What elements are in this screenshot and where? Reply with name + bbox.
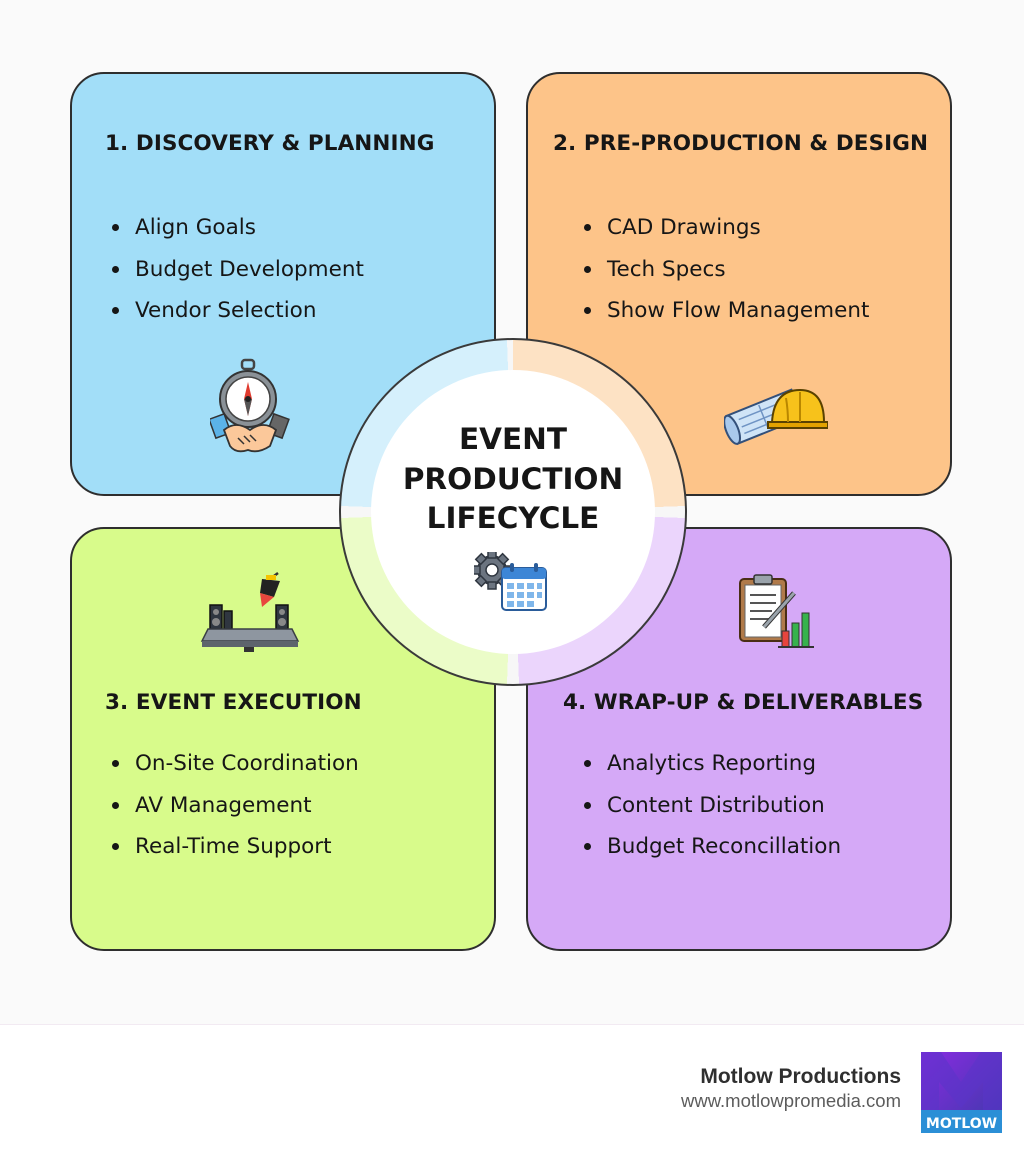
phase-title: 2. PRE-PRODUCTION & DESIGN (553, 131, 929, 156)
list-item: Budget Reconcillation (582, 826, 841, 868)
list-item: Content Distribution (582, 785, 841, 827)
phase-list: On-Site Coordination AV Management Real-… (110, 743, 359, 868)
gear-calendar-icon (474, 552, 547, 611)
blueprint-hardhat-icon (724, 388, 828, 446)
phase-list: CAD Drawings Tech Specs Show Flow Manage… (582, 207, 869, 332)
list-item: Real-Time Support (110, 826, 359, 868)
stage-speakers-icon (200, 572, 300, 652)
motlow-logo-icon: MOTLOW (921, 1052, 1002, 1133)
list-item: AV Management (110, 785, 359, 827)
list-item: Analytics Reporting (582, 743, 841, 785)
list-item: Show Flow Management (582, 290, 869, 332)
list-item: Budget Development (110, 249, 364, 291)
compass-handshake-icon (210, 358, 290, 453)
phase-title: 1. DISCOVERY & PLANNING (105, 131, 435, 156)
list-item: Align Goals (110, 207, 364, 249)
company-url[interactable]: www.motlowpromedia.com (680, 1090, 901, 1111)
clipboard-chart-icon (739, 574, 814, 648)
phase-card-pre-production: 2. PRE-PRODUCTION & DESIGN CAD Drawings … (526, 72, 952, 496)
hub-title-line: LIFECYCLE (426, 501, 600, 535)
list-item: Tech Specs (582, 249, 869, 291)
phase-title: 4. WRAP-UP & DELIVERABLES (563, 690, 924, 715)
phase-title: 3. EVENT EXECUTION (105, 690, 362, 715)
phase-card-wrap-up: 4. WRAP-UP & DELIVERABLES Analytics Repo… (526, 527, 952, 951)
list-item: CAD Drawings (582, 207, 869, 249)
company-name: Motlow Productions (700, 1065, 901, 1088)
hub-title-line: PRODUCTION (402, 461, 624, 496)
phase-card-discovery: 1. DISCOVERY & PLANNING Align Goals Budg… (70, 72, 496, 496)
hub-title-line: EVENT (459, 422, 567, 456)
phase-list: Align Goals Budget Development Vendor Se… (110, 207, 364, 332)
hub-title: EVENT PRODUCTION LIFECYCLE (371, 420, 655, 539)
logo-text: MOTLOW (926, 1116, 997, 1132)
phase-list: Analytics Reporting Content Distribution… (582, 743, 841, 868)
list-item: On-Site Coordination (110, 743, 359, 785)
list-item: Vendor Selection (110, 290, 364, 332)
footer (0, 1024, 1024, 1155)
